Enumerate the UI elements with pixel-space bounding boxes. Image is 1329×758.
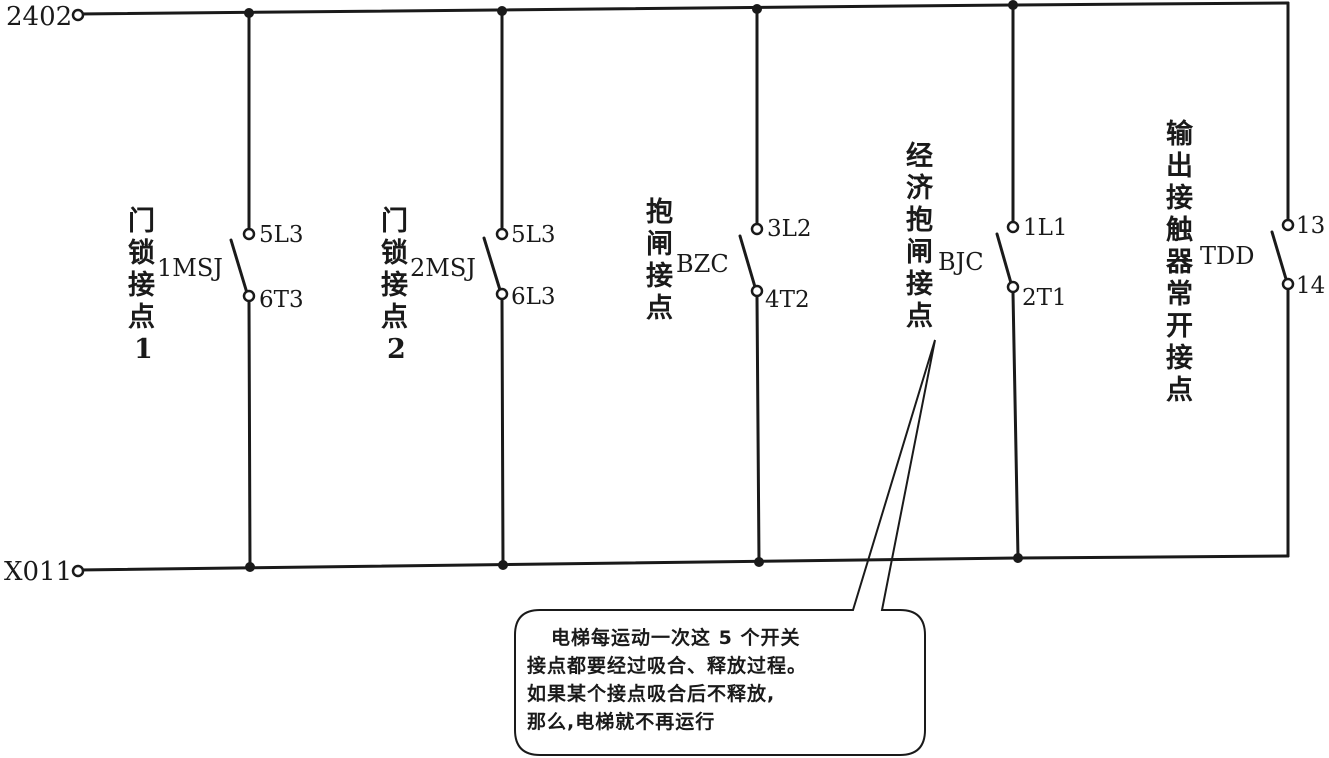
branch-name-char: 1: [134, 334, 153, 365]
switch-blade: [995, 232, 1013, 285]
contact-pin-top: [495, 227, 509, 241]
pin-label-bottom: 6L3: [511, 284, 556, 310]
contact-pin-bottom: [1281, 277, 1295, 291]
branch-bzc: 3L2 4T2 BZC 抱 闸 接 点: [646, 4, 812, 567]
branch-name-char: 开: [1166, 311, 1193, 342]
branch-name-char: 锁: [381, 237, 408, 269]
pin-label-top: 5L3: [259, 222, 304, 248]
branch-name-char: 接: [1166, 343, 1193, 374]
bottom-bus: [76, 556, 1020, 572]
contact-pin-top: [1281, 218, 1295, 232]
branch-name-char: 常: [1166, 279, 1193, 310]
terminal-bottom-label: X011: [4, 557, 72, 587]
pin-label-top: 1L1: [1023, 215, 1068, 241]
callout-line: 电梯每运动一次这 5 个开关: [551, 627, 801, 649]
callout-line: 那么,电梯就不再运行: [527, 711, 716, 733]
branch-name-char: 闸: [906, 237, 933, 268]
contact-pin-top: [750, 222, 764, 236]
pin-label-top: 13: [1296, 213, 1325, 239]
pin-label-bottom: 4T2: [765, 287, 810, 313]
branch-name-char: 接: [381, 270, 408, 301]
branch-name-char: 点: [646, 293, 673, 324]
callout-line: 接点都要经过吸合、释放过程。: [527, 655, 808, 677]
branch-name-char: 闸: [646, 229, 673, 260]
pin-label-bottom: 2T1: [1022, 285, 1067, 311]
branch-name-char: 点: [128, 302, 155, 333]
branch-name-char: 接: [906, 269, 933, 300]
branch-name-char: 点: [1166, 375, 1193, 406]
pin-label-top: 3L2: [767, 216, 812, 242]
callout-line: 如果某个接点吸合后不释放,: [527, 683, 776, 705]
device-label: 2MSJ: [410, 254, 476, 282]
branch-name-char: 抱: [646, 196, 673, 228]
branch-name-char: 经: [906, 140, 933, 172]
switch-blade: [482, 236, 502, 292]
contact-pin-top: [242, 227, 256, 241]
contact-pin-bottom: [750, 284, 764, 298]
device-label: TDD: [1200, 242, 1255, 270]
branch-name-char: 接: [1166, 183, 1193, 214]
callout-bubble: [514, 339, 936, 756]
branch-name-char: 门: [128, 206, 155, 237]
device-label: BZC: [676, 250, 729, 278]
terminal-2402-dot: [71, 8, 85, 22]
contact-pin-bottom: [495, 287, 509, 301]
device-label: 1MSJ: [157, 254, 223, 282]
switch-blade: [1270, 230, 1288, 281]
branch-name-char: 抱: [906, 204, 933, 236]
branch-name-char: 接: [646, 261, 673, 292]
top-bus: [76, 3, 1014, 16]
callout-text: 电梯每运动一次这 5 个开关 接点都要经过吸合、释放过程。 如果某个接点吸合后不…: [527, 624, 922, 736]
pin-label-bottom: 6T3: [259, 287, 304, 313]
terminal-top-label: 2402: [6, 2, 72, 32]
branch-name-char: 锁: [128, 237, 155, 269]
branch-2msj: 5L3 6L3 2MSJ 门 锁 接 点 2: [381, 6, 556, 570]
branch-tdd: 13 14 TDD 输 出 接 触 器 常 开 接 点: [1165, 1, 1325, 558]
branch-name-char: 接: [128, 270, 155, 301]
branch-name-char: 2: [387, 334, 406, 365]
branch-1msj: 5L3 6T3 1MSJ 门 锁 接 点 1: [128, 8, 304, 572]
contact-pin-top: [1006, 220, 1020, 234]
branch-name-char: 出: [1166, 151, 1193, 182]
terminal-x011-dot: [71, 564, 85, 578]
switch-blade: [229, 238, 249, 295]
branch-name-char: 济: [906, 173, 934, 204]
branch-name-char: 触: [1166, 215, 1193, 246]
branch-name-char: 输: [1166, 118, 1194, 150]
pin-label-top: 5L3: [511, 222, 556, 248]
branch-name-char: 点: [381, 302, 408, 333]
branch-bjc: 1L1 2T1 BJC 经 济 抱 闸 接 点: [906, 0, 1068, 563]
pin-label-bottom: 14: [1296, 273, 1325, 299]
contact-pin-bottom: [1006, 280, 1020, 294]
bottom-bus-right: [1016, 554, 1290, 560]
switch-blade: [738, 234, 757, 289]
branch-name-char: 器: [1165, 247, 1194, 278]
top-bus-right: [1010, 1, 1290, 7]
device-label: BJC: [938, 248, 984, 276]
branch-name-char: 点: [906, 301, 933, 332]
contact-pin-bottom: [242, 289, 256, 303]
branch-name-char: 门: [381, 206, 408, 237]
